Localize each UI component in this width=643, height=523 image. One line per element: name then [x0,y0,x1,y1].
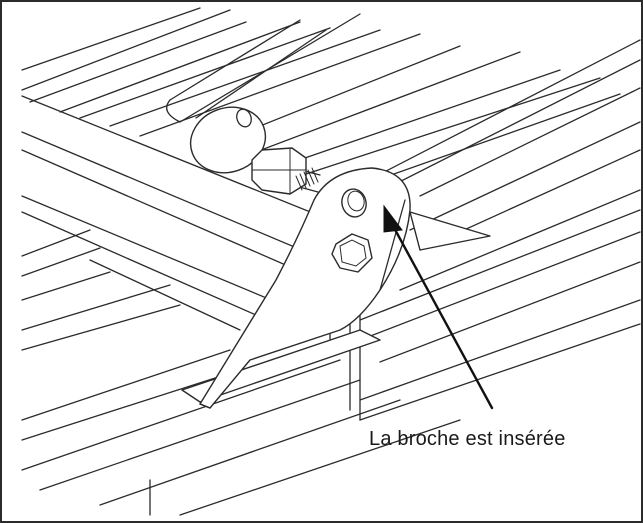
lower-rails [21,229,461,516]
callout-arrow [383,204,494,410]
back-tube [166,13,361,123]
pin-hole [341,188,367,218]
hex-bolt [331,233,373,273]
callout-label: La broche est insérée [369,428,566,450]
threaded-rod [251,147,321,195]
front-bracket [199,167,491,409]
rear-plate [189,106,267,174]
base-plate [181,329,381,403]
